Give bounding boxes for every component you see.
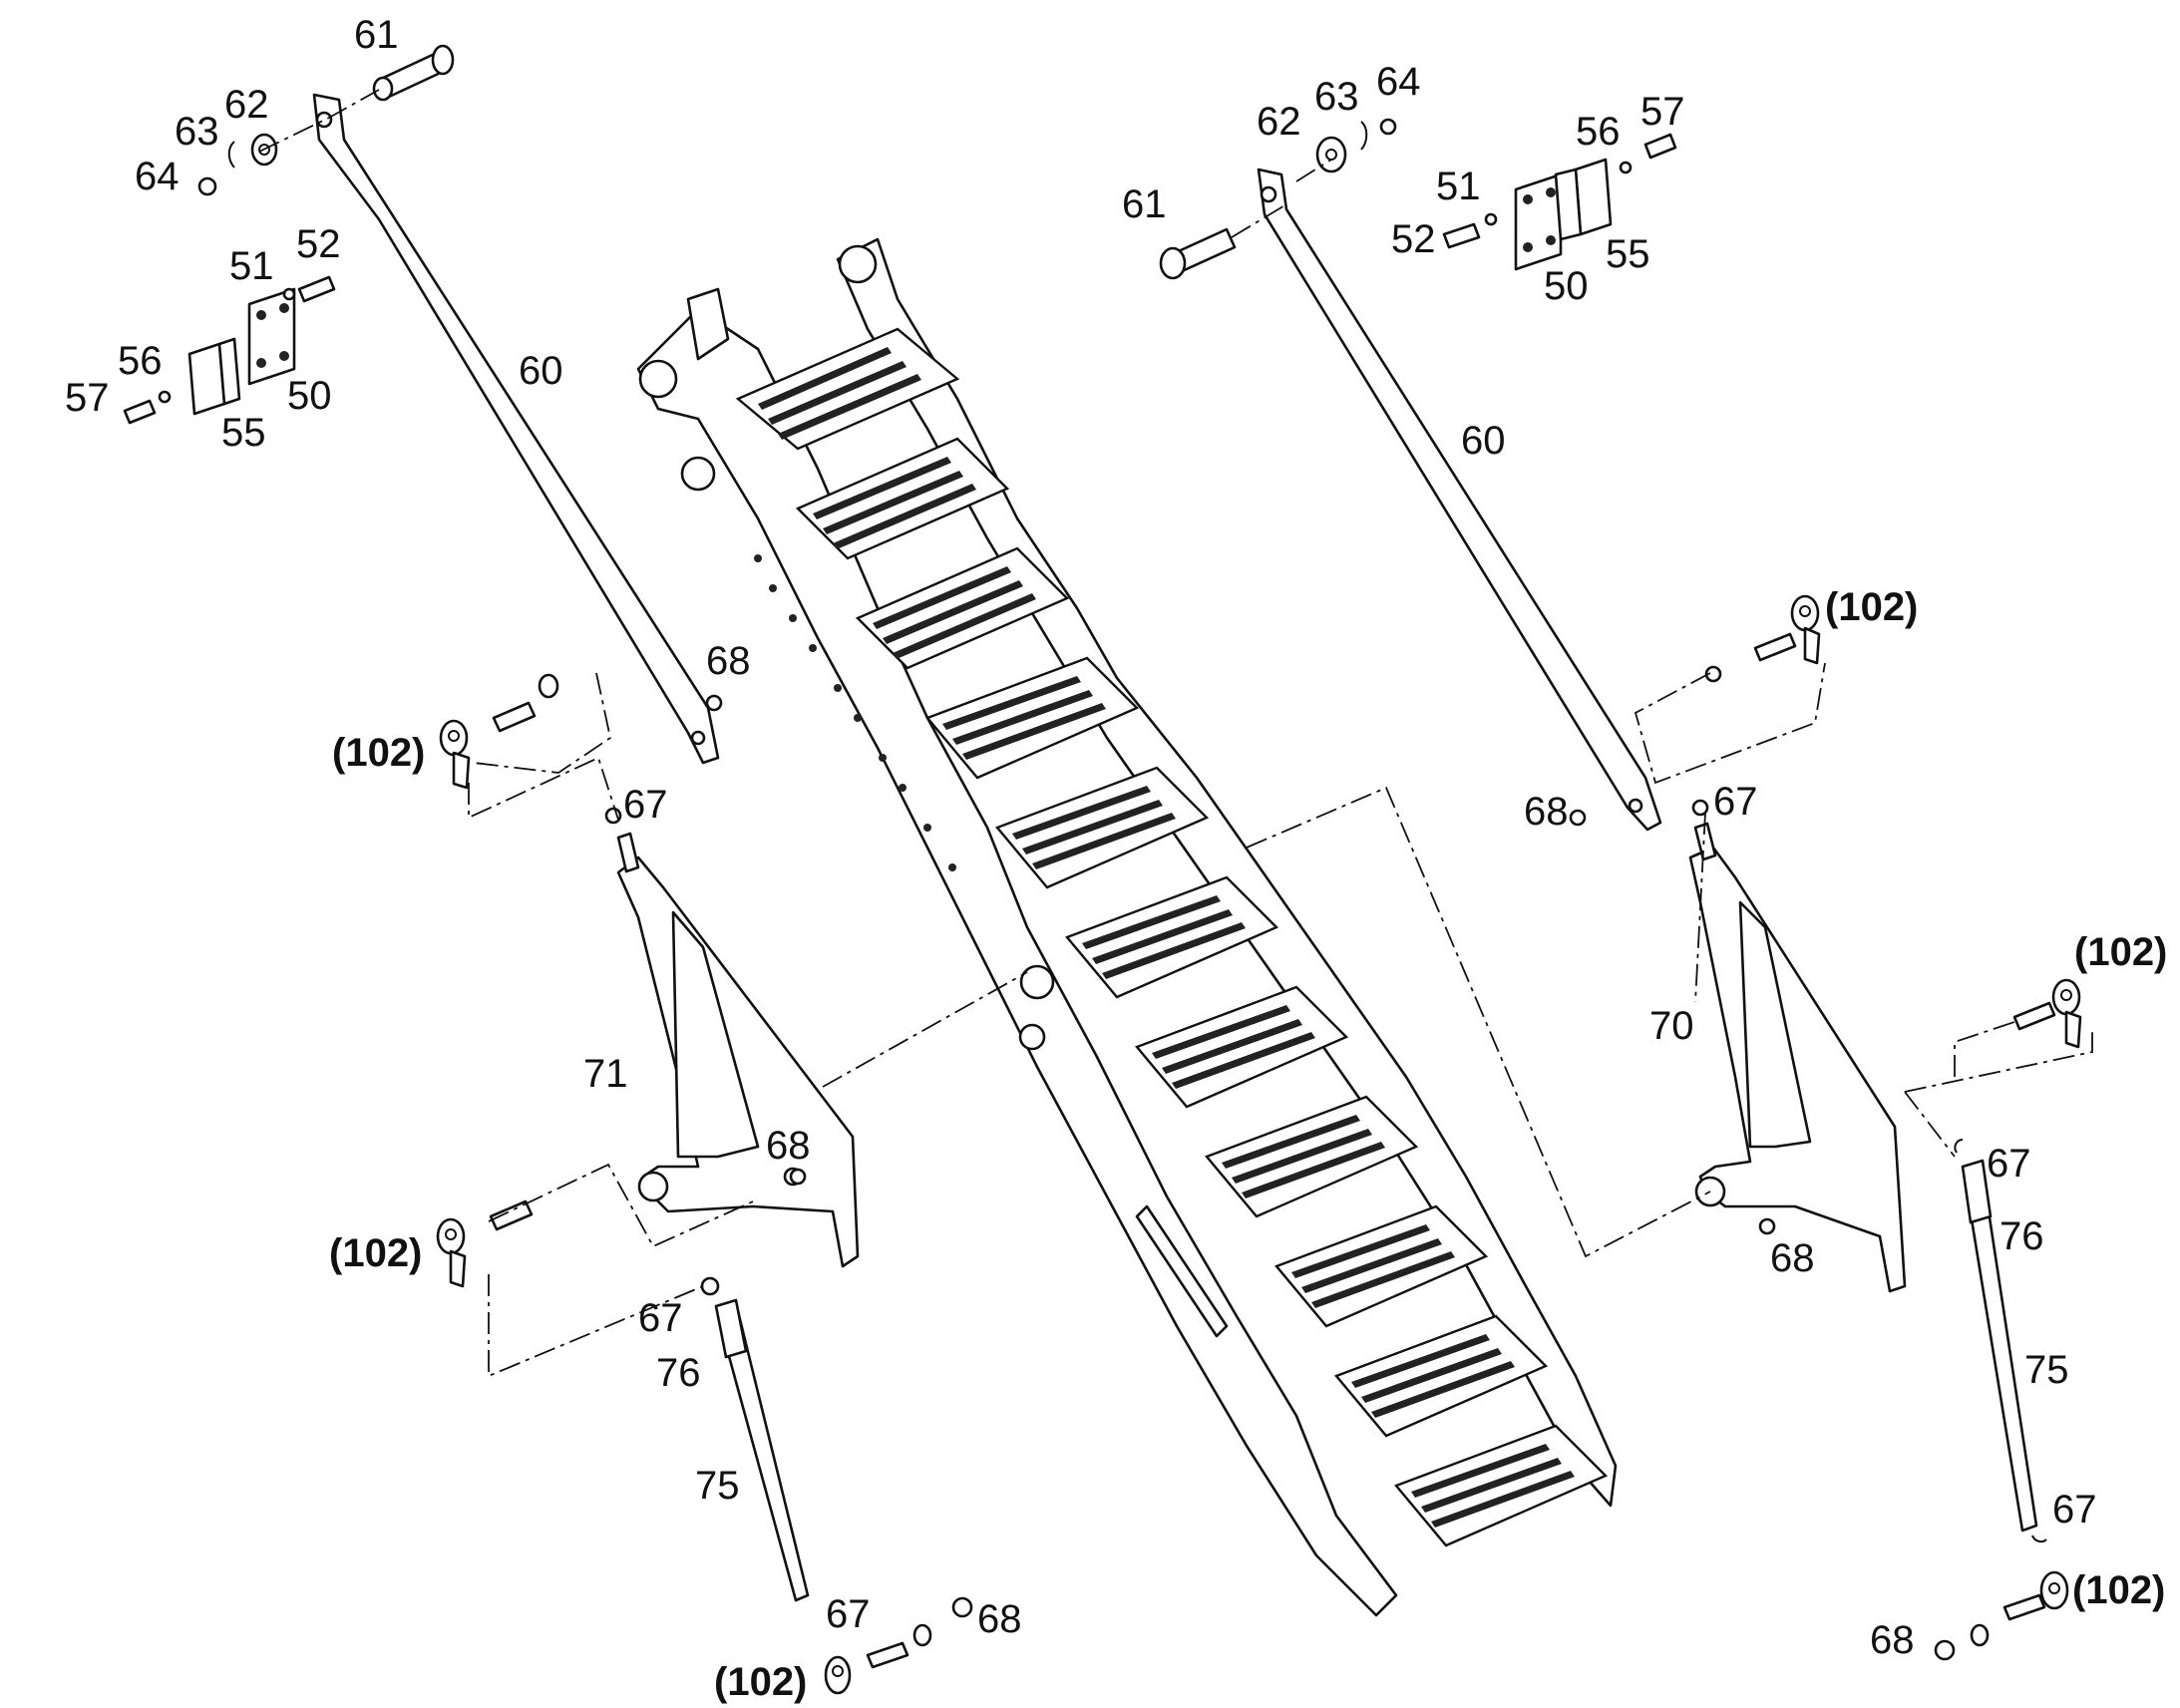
callout-r-102a: (102)	[1825, 585, 1918, 629]
tread-6	[1064, 875, 1279, 999]
callout-l-68a: 68	[706, 639, 751, 683]
callout-l-75: 75	[695, 1464, 740, 1508]
callout-r-63: 63	[1314, 75, 1359, 119]
callout-l-71: 71	[583, 1052, 628, 1096]
right-brace-60	[1159, 118, 1677, 832]
callout-l-67b: 67	[638, 1296, 683, 1340]
nut-68-right-frame	[1758, 1217, 1776, 1235]
callout-r-62: 62	[1257, 100, 1301, 144]
callout-l-102c: (102)	[714, 1660, 807, 1704]
callout-l-68b: 68	[766, 1124, 811, 1168]
callout-l-67a: 67	[623, 783, 668, 827]
callout-r-64: 64	[1376, 60, 1421, 104]
pin-61-right	[1159, 227, 1237, 280]
bracket-50-55-right	[1442, 133, 1677, 271]
callout-l-67c: 67	[826, 1592, 871, 1636]
tread-1	[735, 327, 960, 451]
callout-l-57: 57	[65, 376, 110, 420]
callout-l-50: 50	[287, 374, 332, 418]
callout-r-67b: 67	[1987, 1142, 2031, 1186]
nut-67-left	[604, 807, 622, 825]
callout-r-75: 75	[2024, 1348, 2069, 1392]
callout-l-62: 62	[224, 83, 269, 127]
tread-3	[855, 546, 1070, 670]
left-clevis-102b	[436, 1199, 534, 1288]
nut-68-right-brace	[1569, 809, 1587, 827]
callout-r-68a: 68	[1524, 790, 1569, 834]
callout-l-56: 56	[118, 339, 163, 383]
right-frame-70	[1688, 822, 1907, 1293]
tread-11	[1393, 1424, 1609, 1547]
callout-r-67c: 67	[2052, 1488, 2097, 1532]
tread-2	[795, 437, 1010, 560]
callout-r-57: 57	[1640, 90, 1685, 134]
nut-68-left-brace	[705, 694, 723, 712]
right-clevis-102a	[1704, 594, 1821, 683]
right-clevis-102b	[2012, 978, 2082, 1049]
callout-r-55: 55	[1606, 232, 1650, 276]
callout-l-60: 60	[519, 349, 563, 393]
callout-r-60: 60	[1461, 419, 1506, 463]
left-brace-60	[123, 44, 720, 765]
left-frame-71	[616, 832, 860, 1268]
callout-r-52: 52	[1391, 217, 1436, 261]
callout-r-56: 56	[1576, 110, 1621, 154]
callout-l-61: 61	[354, 13, 399, 57]
callout-l-51: 51	[229, 244, 274, 288]
nut-67-right	[1691, 799, 1709, 817]
callout-r-68b: 68	[1770, 1236, 1815, 1280]
callout-l-76: 76	[656, 1351, 701, 1395]
staircase	[636, 237, 1618, 1617]
callout-r-102c: (102)	[2072, 1568, 2165, 1612]
callout-l-63: 63	[175, 110, 219, 154]
stringer-holes	[754, 554, 956, 871]
callouts: 61 62 63 64 51 52 56 57 50 55 60 61 62 6…	[65, 13, 2167, 1704]
tread-10	[1333, 1314, 1549, 1438]
tread-4	[924, 656, 1140, 780]
callout-r-68c: 68	[1870, 1618, 1915, 1662]
tread-7	[1134, 985, 1349, 1109]
left-clevis-102a	[439, 673, 559, 790]
callout-r-76: 76	[1999, 1214, 2044, 1258]
callout-l-55: 55	[221, 411, 266, 455]
callout-r-70: 70	[1649, 1004, 1694, 1048]
callout-l-52: 52	[296, 222, 341, 266]
nut-68-left-frame	[789, 1168, 807, 1186]
leader-lines	[468, 662, 2093, 1378]
tread-8	[1204, 1095, 1419, 1218]
tread-9	[1273, 1204, 1489, 1328]
callout-l-68c: 68	[977, 1597, 1022, 1641]
callout-l-102a: (102)	[332, 731, 425, 775]
callout-r-67a: 67	[1713, 780, 1758, 824]
callout-r-61: 61	[1122, 182, 1167, 226]
callout-r-51: 51	[1436, 165, 1481, 208]
callout-l-102b: (102)	[329, 1231, 422, 1275]
callout-r-102b: (102)	[2074, 930, 2167, 974]
callout-r-50: 50	[1544, 264, 1589, 308]
callout-l-64: 64	[135, 155, 180, 198]
bracket-50-55-left	[123, 275, 336, 425]
right-rod-75-76	[1934, 1139, 2069, 1661]
pin-61-left	[372, 44, 455, 102]
tread-5	[994, 766, 1210, 889]
